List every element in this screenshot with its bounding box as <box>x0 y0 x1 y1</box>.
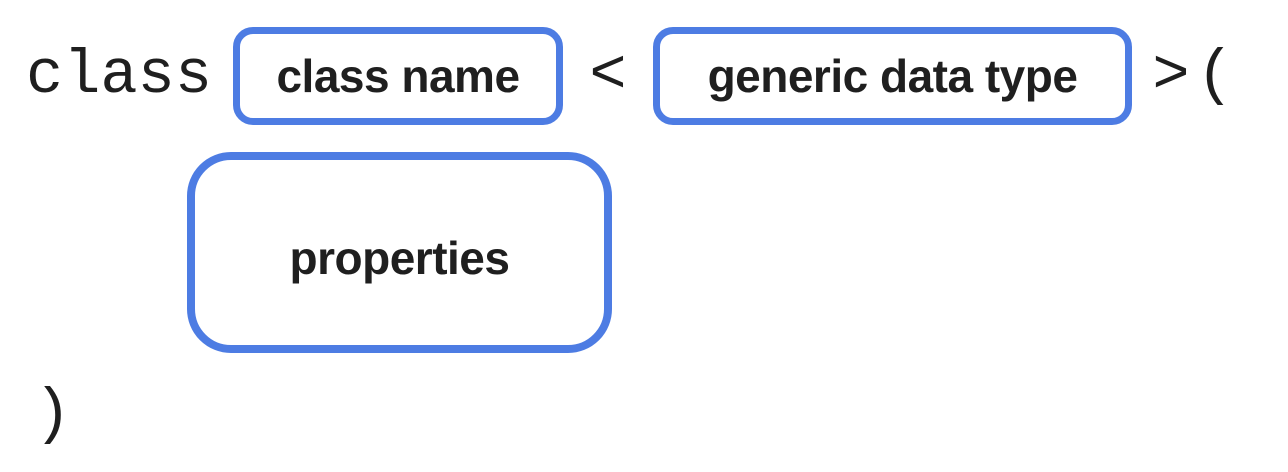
placeholder-box-properties: properties <box>187 152 612 353</box>
keyword-class: class <box>26 40 213 111</box>
open-angle-bracket: < <box>589 40 627 111</box>
placeholder-box-generic-data-type: generic data type <box>653 27 1132 125</box>
placeholder-label-class-name: class name <box>276 50 520 102</box>
placeholder-label-properties: properties <box>289 231 510 284</box>
placeholder-label-generic-data-type: generic data type <box>707 50 1078 102</box>
close-paren: ) <box>34 379 72 450</box>
close-angle-bracket: > <box>1152 40 1190 111</box>
placeholder-box-class-name: class name <box>233 27 563 125</box>
open-paren: ( <box>1196 40 1234 111</box>
